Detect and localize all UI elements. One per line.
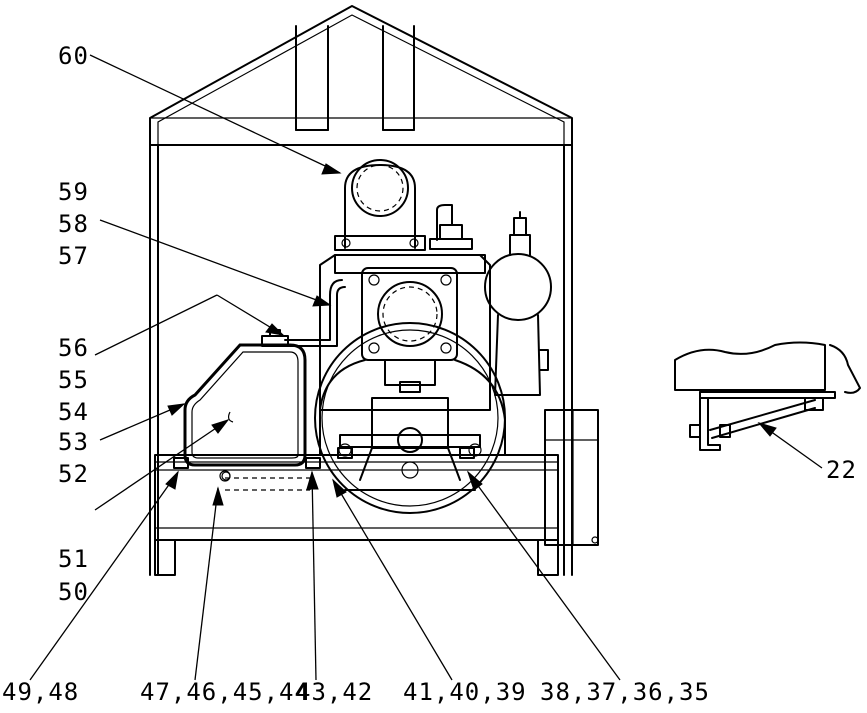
callout-47-44: 47,46,45,44 xyxy=(140,678,310,706)
callout-60: 60 xyxy=(58,42,89,70)
callout-labels: 60 59 58 57 56 55 54 53 52 51 50 22 49,4… xyxy=(2,42,857,706)
pump-volute xyxy=(314,322,506,514)
leader-lines xyxy=(29,54,823,681)
side-box xyxy=(544,409,599,546)
detail-view xyxy=(674,341,861,451)
callout-22: 22 xyxy=(826,456,857,484)
callout-51: 51 xyxy=(58,545,89,573)
muffler xyxy=(484,253,552,396)
callout-43-42: 43,42 xyxy=(296,678,373,706)
callout-52: 52 xyxy=(58,460,89,488)
vent-valve xyxy=(429,204,531,256)
callout-55: 55 xyxy=(58,366,89,394)
discharge-elbow xyxy=(334,159,426,251)
callout-56: 56 xyxy=(58,334,89,362)
fuel-line xyxy=(284,279,346,347)
callout-53: 53 xyxy=(58,428,89,456)
frame-roof xyxy=(149,5,573,146)
callout-38-35: 38,37,36,35 xyxy=(540,678,710,706)
callout-59: 59 xyxy=(58,178,89,206)
callout-54: 54 xyxy=(58,398,89,426)
arrowhead-60 xyxy=(321,163,342,175)
fuel-tank xyxy=(183,329,307,481)
callout-41-39: 41,40,39 xyxy=(403,678,527,706)
engine-block xyxy=(319,254,491,411)
base-skid xyxy=(154,454,559,541)
callout-50: 50 xyxy=(58,578,89,606)
callout-58: 58 xyxy=(58,210,89,238)
callout-57: 57 xyxy=(58,242,89,270)
callout-49-48: 49,48 xyxy=(2,678,79,706)
